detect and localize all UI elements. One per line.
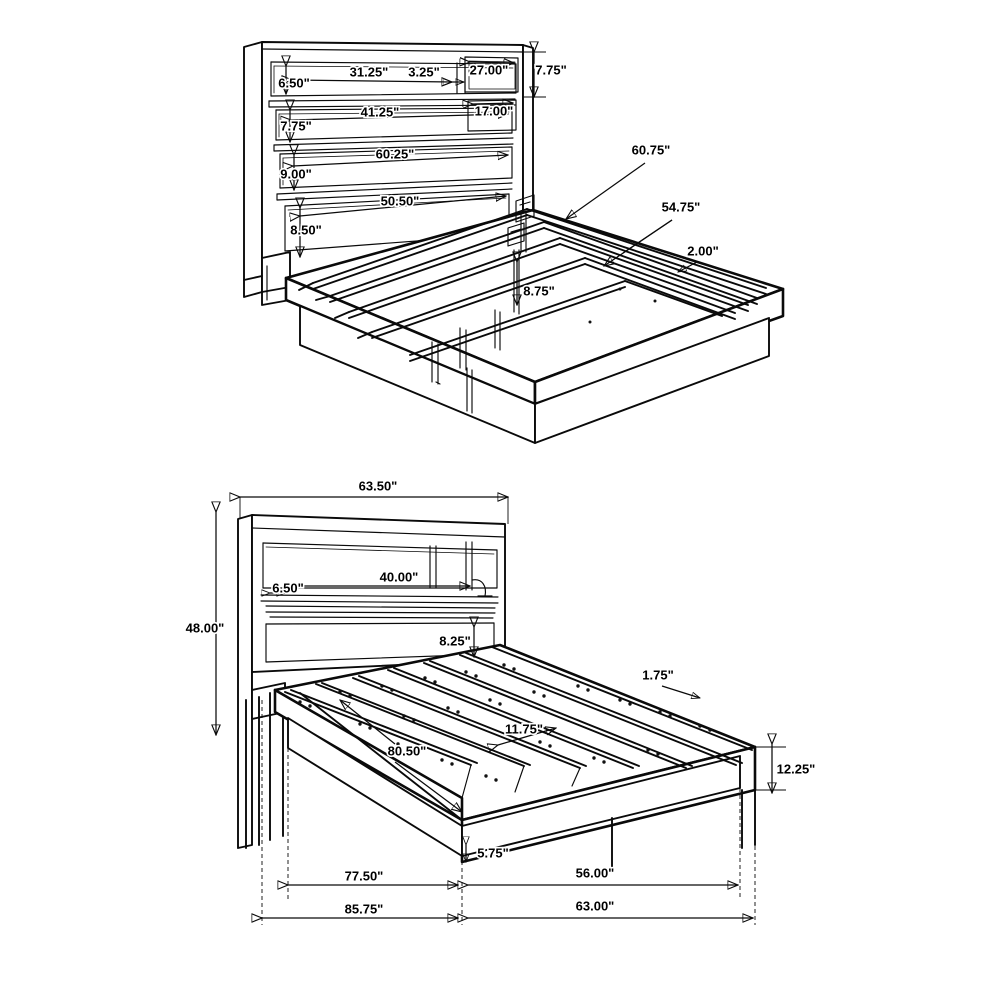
dimension-label-headboard-middle-shelf-width: 41.25" <box>361 104 400 119</box>
dimension-label-footboard-rail-height: 12.25" <box>777 761 816 776</box>
dimension-label-headboard-middle-right-width: 17.00" <box>475 103 514 118</box>
dimension-label-center-support-rail-length: 54.75" <box>662 199 701 214</box>
dimension-label-headboard-right-panel-height: 7.75" <box>535 62 566 77</box>
dimension-label-headboard-top-shelf-height: 6.50" <box>278 75 309 90</box>
dimension-label-bed-width-inner: 56.00" <box>576 865 615 880</box>
dimension-label-headboard-base-panel-height: 8.50" <box>290 222 321 237</box>
lower-bed-frame <box>273 643 757 871</box>
dimension-label-headboard-overall-width: 63.50" <box>359 478 398 493</box>
dimension-label-headboard-top-shelf-right-width: 27.00" <box>470 62 509 77</box>
dimension-text-labels: 6.50" 31.25" 3.25" 27.00" 7.75" 17.00" 41.25" 7… <box>184 61 817 918</box>
dimension-label-headboard-middle-shelf-height: 7.75" <box>280 118 311 133</box>
dimension-label-headboard-to-deck-height: 8.25" <box>439 633 470 648</box>
dimension-label-rail-thickness: 2.00" <box>687 243 718 258</box>
dimension-label-headboard-top-shelf-divider: 3.25" <box>408 64 439 79</box>
dimension-label-bed-overall-width: 63.00" <box>576 898 615 913</box>
upper-dimension-lines <box>286 52 698 305</box>
dimension-label-bed-length-inner: 77.50" <box>345 868 384 883</box>
dimension-label-side-rail-length: 60.75" <box>632 142 671 157</box>
dimension-label-slat-deck-length: 80.50" <box>388 743 427 758</box>
lower-dimension-lines <box>216 497 786 925</box>
dimension-label-center-leg-height: 8.75" <box>523 283 554 298</box>
dimension-label-plinth-base-height: 5.75" <box>477 845 508 860</box>
dimension-label-bed-overall-length: 85.75" <box>345 901 384 916</box>
dimension-label-headboard-lower-shelf-height: 9.00" <box>280 166 311 181</box>
dimension-label-headboard-lower-shelf-width: 60.25" <box>376 146 415 161</box>
dimension-label-slat-spacing: 11.75" <box>505 721 543 736</box>
lower-isometric-view <box>216 497 786 925</box>
dimension-label-headboard-shelf-left-opening: 6.50" <box>272 580 303 595</box>
dimension-label-headboard-top-shelf-left-width: 31.25" <box>350 64 389 79</box>
dimension-label-headboard-overall-height: 48.00" <box>186 620 225 635</box>
dimension-label-side-rail-top-thickness: 1.75" <box>642 667 673 682</box>
upper-isometric-view <box>243 41 785 444</box>
dimension-label-headboard-panel-width: 50.50" <box>381 193 420 208</box>
dimension-label-headboard-shelf-opening-width: 40.00" <box>380 569 419 584</box>
